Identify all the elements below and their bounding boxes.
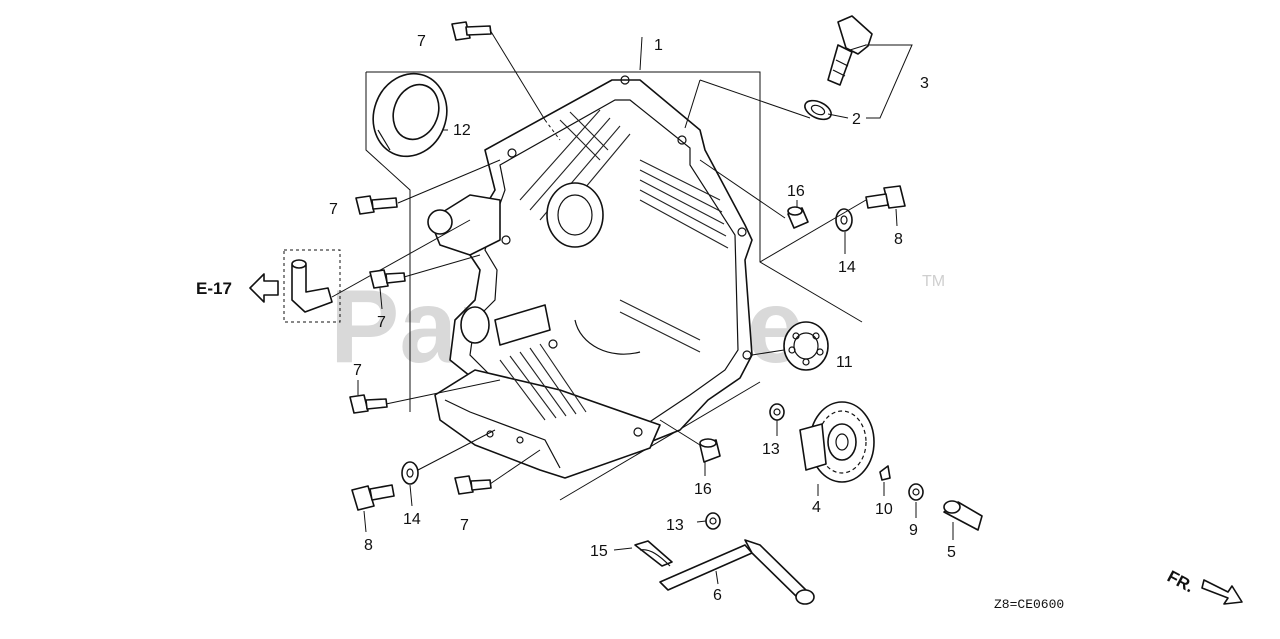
section-ref-label[interactable]: E-17 bbox=[196, 279, 232, 298]
dowel-pin-lower[interactable] bbox=[699, 438, 721, 463]
crankcase-cover[interactable] bbox=[427, 75, 753, 479]
callout-4[interactable]: 4 bbox=[812, 499, 821, 516]
callout-16-upper[interactable]: 16 bbox=[787, 183, 805, 200]
callout-7-left-middle[interactable]: 7 bbox=[377, 314, 386, 331]
governor-pin-15[interactable] bbox=[634, 540, 673, 567]
section-arrow-icon[interactable] bbox=[249, 273, 279, 303]
callout-7-bottom[interactable]: 7 bbox=[460, 517, 469, 534]
callout-14-right[interactable]: 14 bbox=[838, 259, 856, 276]
callout-ticks bbox=[357, 129, 954, 585]
oil-filler-cap[interactable] bbox=[827, 15, 873, 86]
flange-bolt-left-upper[interactable] bbox=[355, 195, 398, 215]
oil-seal[interactable] bbox=[362, 63, 458, 167]
leader-lines bbox=[385, 29, 913, 485]
o-ring[interactable] bbox=[802, 97, 834, 123]
callout-13-lower[interactable]: 13 bbox=[666, 517, 684, 534]
callout-2[interactable]: 2 bbox=[852, 111, 861, 128]
callout-11[interactable]: 11 bbox=[836, 354, 853, 371]
callout-15[interactable]: 15 bbox=[590, 543, 608, 560]
diagram-code: Z8=CE0600 bbox=[994, 597, 1064, 612]
washer-13-lower[interactable] bbox=[705, 512, 721, 530]
callout-8-right[interactable]: 8 bbox=[894, 231, 903, 248]
callout-10[interactable]: 10 bbox=[875, 501, 893, 518]
callout-16-lower[interactable]: 16 bbox=[694, 481, 712, 498]
flange-bolt-left-middle[interactable] bbox=[369, 269, 406, 289]
washer-9[interactable] bbox=[908, 483, 924, 501]
clip-10[interactable] bbox=[879, 465, 891, 481]
callout-5[interactable]: 5 bbox=[947, 544, 956, 561]
governor-arm[interactable] bbox=[659, 539, 815, 605]
callout-labels: 1 2 3 4 5 6 7 7 7 7 7 8 8 9 10 11 12 13 … bbox=[329, 33, 956, 604]
front-arrow-icon bbox=[1201, 579, 1243, 605]
callout-7-left-lower[interactable]: 7 bbox=[353, 362, 362, 379]
flange-bolt-top[interactable] bbox=[451, 21, 492, 41]
breather-tube[interactable] bbox=[283, 219, 471, 323]
flange-bolt-right-8[interactable] bbox=[865, 185, 906, 209]
governor-shaft-holder-5[interactable] bbox=[943, 500, 983, 531]
washer-left[interactable] bbox=[401, 461, 419, 485]
governor-gear[interactable] bbox=[799, 401, 875, 483]
callout-12[interactable]: 12 bbox=[453, 122, 471, 139]
washer-13-upper[interactable] bbox=[769, 403, 785, 421]
dowel-pin-upper[interactable] bbox=[787, 206, 809, 229]
front-label: FR. bbox=[1164, 567, 1197, 597]
watermark-trademark: TM bbox=[922, 273, 945, 290]
flange-bolt-bottom[interactable] bbox=[454, 475, 492, 495]
callout-3[interactable]: 3 bbox=[920, 75, 929, 92]
washer-right[interactable] bbox=[835, 208, 853, 232]
callout-8-left[interactable]: 8 bbox=[364, 537, 373, 554]
flange-bolt-left-8[interactable] bbox=[351, 484, 395, 511]
callout-14-left[interactable]: 14 bbox=[403, 511, 421, 528]
flange-bolt-left-lower[interactable] bbox=[349, 394, 388, 414]
callout-13-upper[interactable]: 13 bbox=[762, 441, 780, 458]
callout-7-left-upper[interactable]: 7 bbox=[329, 201, 338, 218]
callout-6[interactable]: 6 bbox=[713, 587, 722, 604]
callout-9[interactable]: 9 bbox=[909, 522, 918, 539]
callout-7-top[interactable]: 7 bbox=[417, 33, 426, 50]
crankcase-boundary bbox=[365, 71, 863, 501]
callout-1[interactable]: 1 bbox=[654, 37, 663, 54]
ball-bearing[interactable] bbox=[783, 321, 829, 371]
